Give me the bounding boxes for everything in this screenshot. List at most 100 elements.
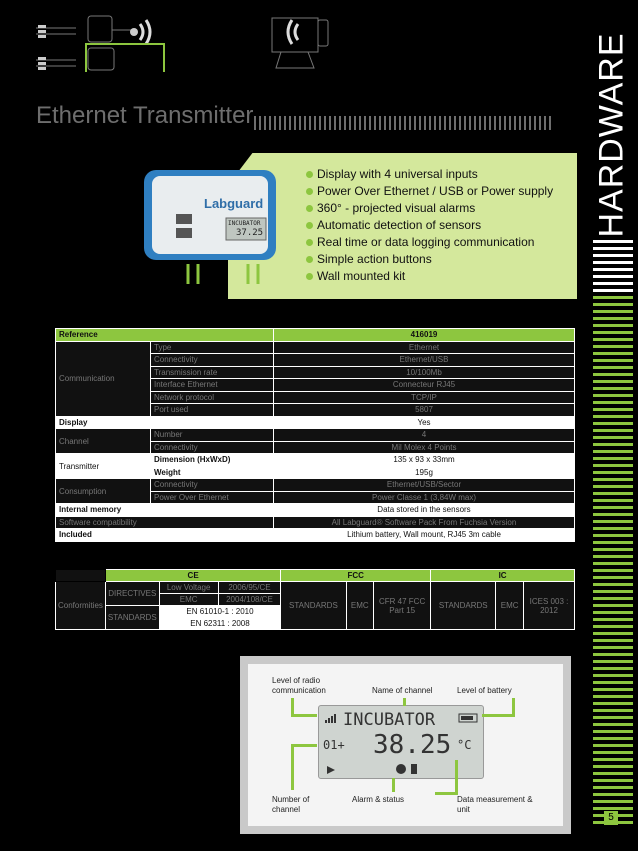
- ce-header: CE: [104, 569, 282, 582]
- table-row: Reference 416019: [55, 328, 575, 342]
- device-lcd-value: 37.25: [236, 228, 264, 238]
- row-value: TCP/IP: [273, 390, 575, 404]
- emc-value: 2004/108/CE: [217, 593, 282, 606]
- ic-standards: STANDARDS: [430, 581, 497, 630]
- lcd-channel-number: 01+: [323, 738, 345, 752]
- software-value: All Labguard® Software Pack From Fuchsia…: [273, 515, 575, 529]
- included-label: Included: [55, 528, 274, 542]
- row-group-label: Transmitter: [55, 453, 151, 479]
- row-group-label: Communication: [55, 340, 151, 417]
- row-label: Type: [150, 340, 274, 354]
- row-value: 10/100Mb: [273, 365, 575, 379]
- row-label: Connectivity: [150, 353, 274, 367]
- row-label: Weight: [150, 465, 274, 479]
- ic-emc: EMC: [495, 581, 524, 630]
- row-group-label: Consumption: [55, 478, 151, 504]
- row-label: Connectivity: [150, 478, 274, 492]
- callout-line: [482, 714, 515, 717]
- reference-value: 416019: [273, 328, 575, 342]
- feature-item: Display with 4 universal inputs: [306, 166, 553, 183]
- lcd-unit: °C: [457, 738, 472, 752]
- display-label: Display: [55, 415, 274, 429]
- feature-item: Automatic detection of sensors: [306, 217, 553, 234]
- ic-ices: ICES 003 : 2012: [523, 581, 575, 630]
- page-title: Ethernet Transmitter: [36, 102, 254, 129]
- low-voltage-label: Low Voltage: [158, 581, 219, 594]
- sidebar-bars-white: [593, 240, 633, 296]
- label-measurement: Data measurement & unit: [457, 795, 533, 814]
- section-title: HARDWARE: [592, 32, 631, 238]
- device-brand: Labguard: [204, 196, 264, 211]
- en-62311: EN 62311 : 2008: [158, 617, 282, 630]
- low-voltage-value: 2006/95/CE: [217, 581, 282, 594]
- callout-line: [435, 792, 458, 795]
- header-icons: [36, 10, 346, 75]
- internal-memory-label: Internal memory: [55, 503, 274, 517]
- callout-line: [291, 698, 294, 716]
- feature-item: Wall mounted kit: [306, 268, 553, 285]
- row-value: 4: [273, 428, 575, 442]
- conformities-label: Conformities: [55, 581, 106, 630]
- label-battery: Level of battery: [457, 686, 512, 695]
- callout-line: [291, 714, 317, 717]
- callout-line: [291, 744, 317, 747]
- device-image: Labguard INCUBATOR 37.25: [140, 168, 278, 286]
- row-value: Connecteur RJ45: [273, 378, 575, 392]
- callout-line: [291, 744, 294, 790]
- feature-list: Display with 4 universal inputs Power Ov…: [306, 166, 553, 285]
- empty-cell: [55, 569, 106, 582]
- lcd-value: 38.25: [373, 730, 452, 760]
- fcc-header: FCC: [280, 569, 432, 582]
- label-channel-number: Number of channel: [272, 795, 310, 814]
- fcc-cfr: CFR 47 FCC Part 15: [373, 581, 432, 630]
- row-value: Ethernet/USB: [273, 353, 575, 367]
- lcd-screen: INCUBATOR 01+ 38.25 °C: [318, 705, 484, 779]
- table-row: Communication Type Ethernet: [55, 340, 575, 417]
- callout-line: [392, 778, 395, 792]
- row-label: Port used: [150, 403, 274, 417]
- row-value: 195g: [273, 465, 575, 479]
- row-value: Ethernet/USB/Sector: [273, 478, 575, 492]
- callout-line: [455, 760, 458, 794]
- lcd-graphics: [325, 713, 478, 774]
- sidebar-bars-green: [593, 296, 633, 828]
- row-label: Interface Ethernet: [150, 378, 274, 392]
- row-label: Power Over Ethernet: [150, 490, 274, 504]
- lcd-channel-name: INCUBATOR: [343, 710, 436, 730]
- display-value: Yes: [273, 415, 575, 429]
- standards-label: STANDARDS: [104, 605, 160, 630]
- row-value: 5807: [273, 403, 575, 417]
- fcc-emc: EMC: [345, 581, 375, 630]
- emc-label: EMC: [158, 593, 219, 606]
- label-radio: Level of radio communication: [272, 676, 326, 695]
- spec-table: Reference 416019 Communication Type Ethe…: [55, 328, 575, 542]
- row-value: Power Classe 1 (3,84W max): [273, 490, 575, 504]
- conformity-table: CE FCC IC Conformities DIRECTIVES Low Vo…: [55, 569, 575, 630]
- label-alarm: Alarm & status: [352, 795, 405, 804]
- row-label: Network protocol: [150, 390, 274, 404]
- page-number: 5: [604, 811, 618, 825]
- software-label: Software compatibility: [55, 515, 274, 529]
- directives-label: DIRECTIVES: [104, 581, 160, 606]
- row-label: Transmission rate: [150, 365, 274, 379]
- en-61010: EN 61010-1 : 2010: [158, 605, 282, 618]
- reference-label: Reference: [55, 328, 274, 342]
- row-label: Dimension (HxWxD): [150, 453, 274, 467]
- label-channel-name: Name of channel: [372, 686, 433, 695]
- callout-line: [403, 698, 406, 706]
- row-label: Connectivity: [150, 440, 274, 454]
- row-value: Ethernet: [273, 340, 575, 354]
- feature-item: 360° - projected visual alarms: [306, 200, 553, 217]
- row-value: 135 x 93 x 33mm: [273, 453, 575, 467]
- internal-memory-value: Data stored in the sensors: [273, 503, 575, 517]
- included-value: Lithium battery, Wall mount, RJ45 3m cab…: [273, 528, 575, 542]
- feature-item: Simple action buttons: [306, 251, 553, 268]
- row-label: Number: [150, 428, 274, 442]
- connection-diagram-icon: [36, 15, 329, 75]
- feature-item: Real time or data logging communication: [306, 234, 553, 251]
- feature-item: Power Over Ethernet / USB or Power suppl…: [306, 183, 553, 200]
- callout-line: [512, 698, 515, 716]
- fcc-standards: STANDARDS: [280, 581, 347, 630]
- ic-header: IC: [430, 569, 575, 582]
- transmitter-icon: [144, 170, 276, 284]
